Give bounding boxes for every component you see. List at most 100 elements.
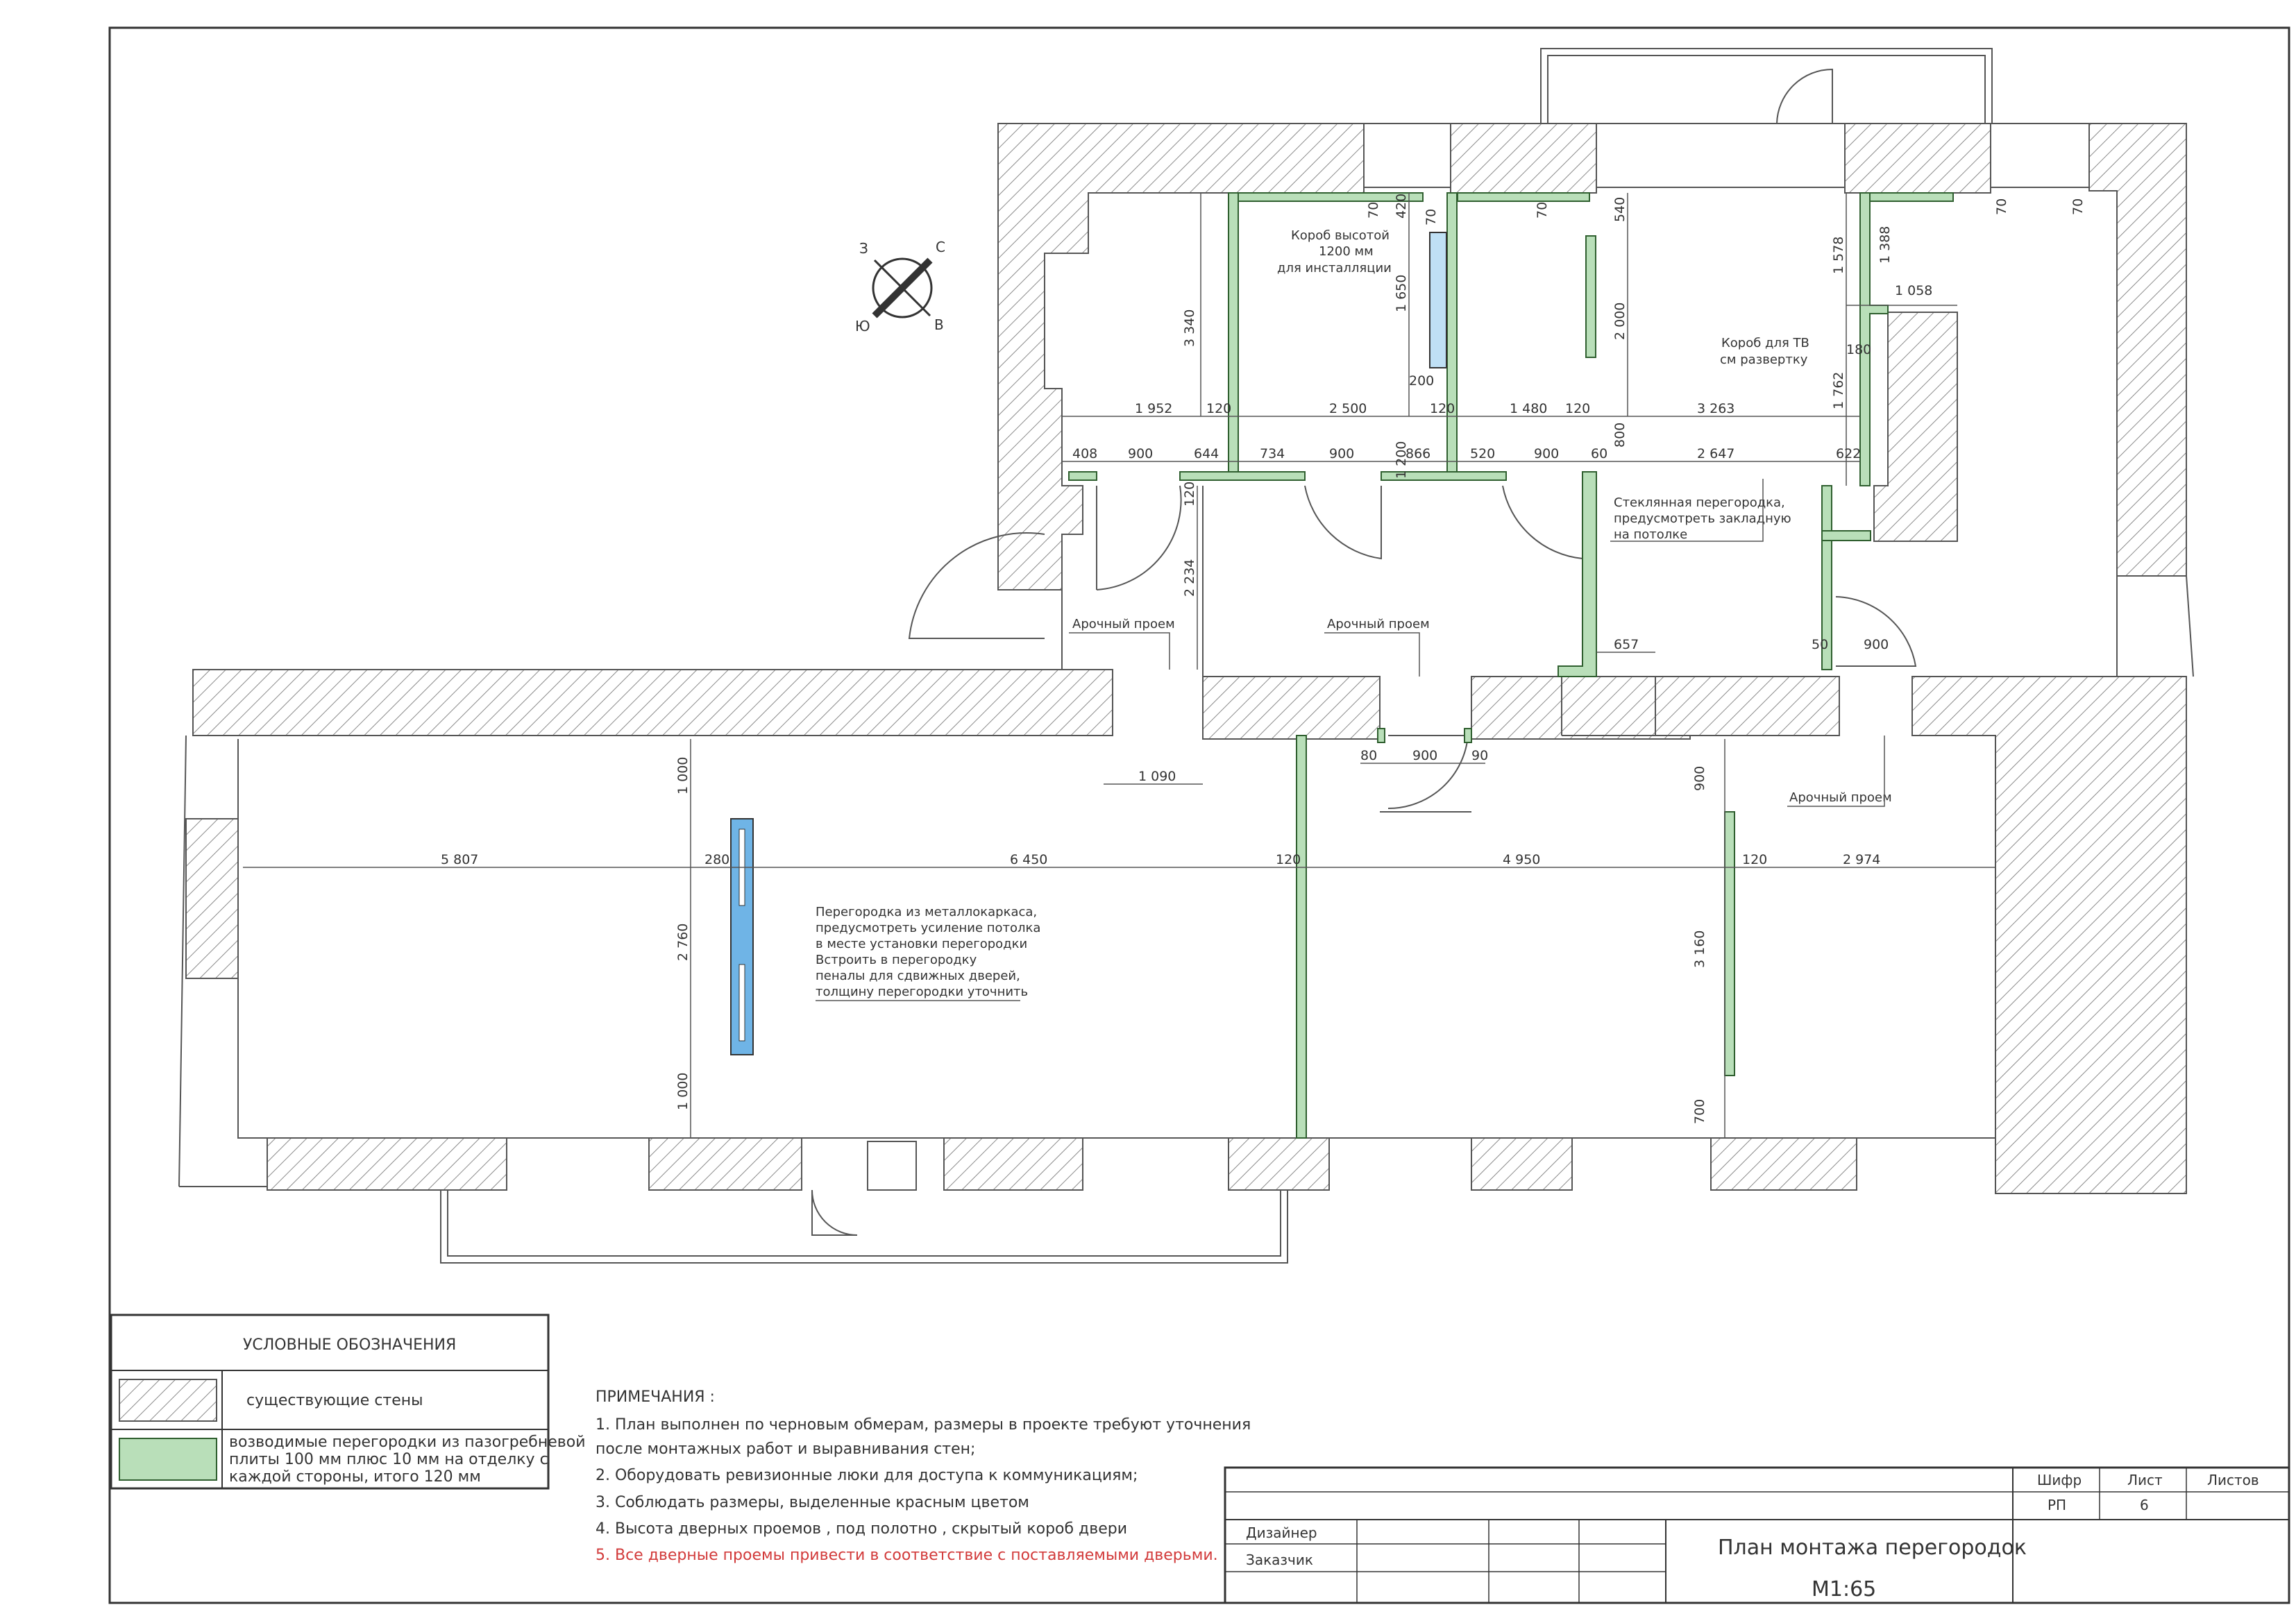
- existing-walls: [185, 123, 2187, 1194]
- wall-top-right-b: [2088, 123, 2187, 577]
- note-glass-line2: предусмотреть закладную: [1614, 511, 1791, 526]
- dim-2000: 2 000: [1612, 303, 1628, 340]
- dim-408: 408: [1072, 446, 1097, 461]
- note-box-1200-line1: Короб высотой: [1291, 228, 1390, 243]
- dim-5807: 5 807: [441, 852, 478, 867]
- wall-middle-far: [1655, 676, 1840, 736]
- sheet-frame: [108, 26, 2290, 1604]
- dim-120v: 120: [1182, 482, 1197, 507]
- dim-3263: 3 263: [1697, 401, 1734, 416]
- dim-1480: 1 480: [1510, 401, 1547, 416]
- dim-2760: 2 760: [675, 924, 691, 961]
- wall-right-lower: [1911, 676, 2187, 1194]
- note-glass-line1: Стеклянная перегородка,: [1614, 495, 1785, 510]
- partition-room2-top: [1457, 192, 1590, 202]
- dim-120b: 120: [1430, 401, 1455, 416]
- dim-420: 420: [1394, 194, 1409, 219]
- door-swings: [811, 68, 1917, 1236]
- wall-middle-left: [192, 669, 1113, 736]
- door-corridor: [1387, 735, 1469, 810]
- dim-1200: 1 200: [1394, 441, 1409, 479]
- dim-120e: 120: [1742, 852, 1767, 867]
- legend-title: УСЛОВНЫЕ ОБОЗНАЧЕНИЯ: [243, 1336, 456, 1354]
- dim-800: 800: [1612, 423, 1628, 448]
- partition-room2-vert: [1446, 192, 1458, 479]
- title-block-text: Шифр Лист Листов РП 6 Дизайнер Заказчик …: [1246, 1472, 2259, 1601]
- dim-2974: 2 974: [1843, 852, 1880, 867]
- tb-list-value: 6: [2140, 1497, 2149, 1513]
- legend-new-partitions-line1: возводимые перегородки из пазогребневой: [229, 1434, 586, 1451]
- note-arch-1: Арочный проем: [1072, 617, 1175, 631]
- notes-item-3: 3. Соблюдать размеры, выделенные красным…: [596, 1494, 1029, 1511]
- wall-bottom-5: [1471, 1137, 1573, 1191]
- dim-900d: 900: [1864, 637, 1889, 652]
- dim-3340: 3 340: [1182, 309, 1197, 347]
- dim-520: 520: [1470, 446, 1495, 461]
- dim-866: 866: [1406, 446, 1430, 461]
- dim-70b: 70: [1424, 209, 1439, 226]
- dimension-lines: [243, 193, 1995, 1138]
- note-box-tv-line2: см развертку: [1720, 352, 1808, 367]
- partition-h1: [1068, 471, 1097, 481]
- dim-3160: 3 160: [1692, 931, 1707, 968]
- notes-item-1b: после монтажных работ и выравнивания сте…: [596, 1441, 975, 1458]
- legend-new-partitions-line3: каждой стороны, итого 120 мм: [229, 1468, 481, 1486]
- tb-listov-label: Листов: [2207, 1472, 2259, 1488]
- compass-east: В: [934, 316, 944, 333]
- note-metal-line6: толщину перегородки уточнить: [816, 985, 1028, 999]
- dim-1952: 1 952: [1135, 401, 1172, 416]
- dim-6450: 6 450: [1010, 852, 1047, 867]
- notes: ПРИМЕЧАНИЯ : 1. План выполнен по черновы…: [596, 1388, 1251, 1564]
- wall-bottom-6: [1710, 1137, 1857, 1191]
- note-metal-line4: Встроить в перегородку: [816, 953, 977, 967]
- legend-swatch-existing: [119, 1379, 217, 1422]
- compass-icon: С З Ю В: [855, 239, 945, 334]
- door-entry: [908, 532, 1045, 639]
- dim-200: 200: [1409, 373, 1434, 389]
- tb-list-label: Лист: [2127, 1472, 2163, 1488]
- tb-title: План монтажа перегородок: [1718, 1536, 2027, 1560]
- dim-1578: 1 578: [1831, 237, 1846, 274]
- dim-50: 50: [1812, 637, 1828, 652]
- dim-4950: 4 950: [1503, 852, 1540, 867]
- dim-734: 734: [1260, 446, 1285, 461]
- dim-900b: 900: [1329, 446, 1354, 461]
- dim-1058: 1 058: [1895, 283, 1932, 298]
- partition-door-r: [1464, 728, 1472, 743]
- notes-item-1: 1. План выполнен по черновым обмерам, ра…: [596, 1416, 1251, 1434]
- notes-item-2: 2. Оборудовать ревизионные люки для дост…: [596, 1467, 1138, 1484]
- wall-middle-center: [1202, 676, 1381, 740]
- dim-1090: 1 090: [1138, 769, 1176, 784]
- installation-box: [1429, 232, 1447, 368]
- tb-scale: М1:65: [1812, 1577, 1876, 1601]
- dimension-labels: 1 952 120 2 500 120 1 480 120 3 263 408 …: [441, 194, 2086, 1124]
- partition-room1-vert: [1228, 192, 1239, 479]
- tb-customer-label: Заказчик: [1246, 1552, 1313, 1568]
- dim-900c: 900: [1534, 446, 1559, 461]
- dim-1762: 1 762: [1831, 372, 1846, 409]
- wall-top-middle: [1450, 123, 1597, 194]
- legend-new-partitions-line2: плиты 100 мм плюс 10 мм на отделку с: [229, 1451, 548, 1468]
- partition-h2: [1179, 471, 1306, 481]
- dim-2234: 2 234: [1182, 559, 1197, 597]
- wall-left-pier: [185, 818, 239, 979]
- partition-main-vert: [1296, 735, 1307, 1139]
- note-metal-line3: в месте установки перегородки: [816, 937, 1027, 951]
- note-glass-line3: на потолке: [1614, 527, 1687, 542]
- dim-540: 540: [1612, 197, 1628, 222]
- partition-main-right: [1724, 811, 1735, 1076]
- wall-top-right-a: [1844, 123, 1991, 194]
- note-box-1200-line2: 1200 мм: [1319, 244, 1374, 259]
- wall-bottom-4: [1228, 1137, 1330, 1191]
- dim-1000b: 1 000: [675, 1073, 691, 1110]
- door-balcony: [1776, 68, 1833, 124]
- partition-door-l: [1377, 728, 1385, 743]
- door-room3: [1502, 485, 1583, 560]
- wall-right-pier: [1873, 312, 1958, 542]
- tb-designer-label: Дизайнер: [1246, 1524, 1317, 1541]
- partition-room3-inner: [1585, 235, 1596, 358]
- door-room1: [1096, 485, 1182, 590]
- dim-280: 280: [704, 852, 729, 867]
- legend-existing-walls: существующие стены: [246, 1392, 423, 1409]
